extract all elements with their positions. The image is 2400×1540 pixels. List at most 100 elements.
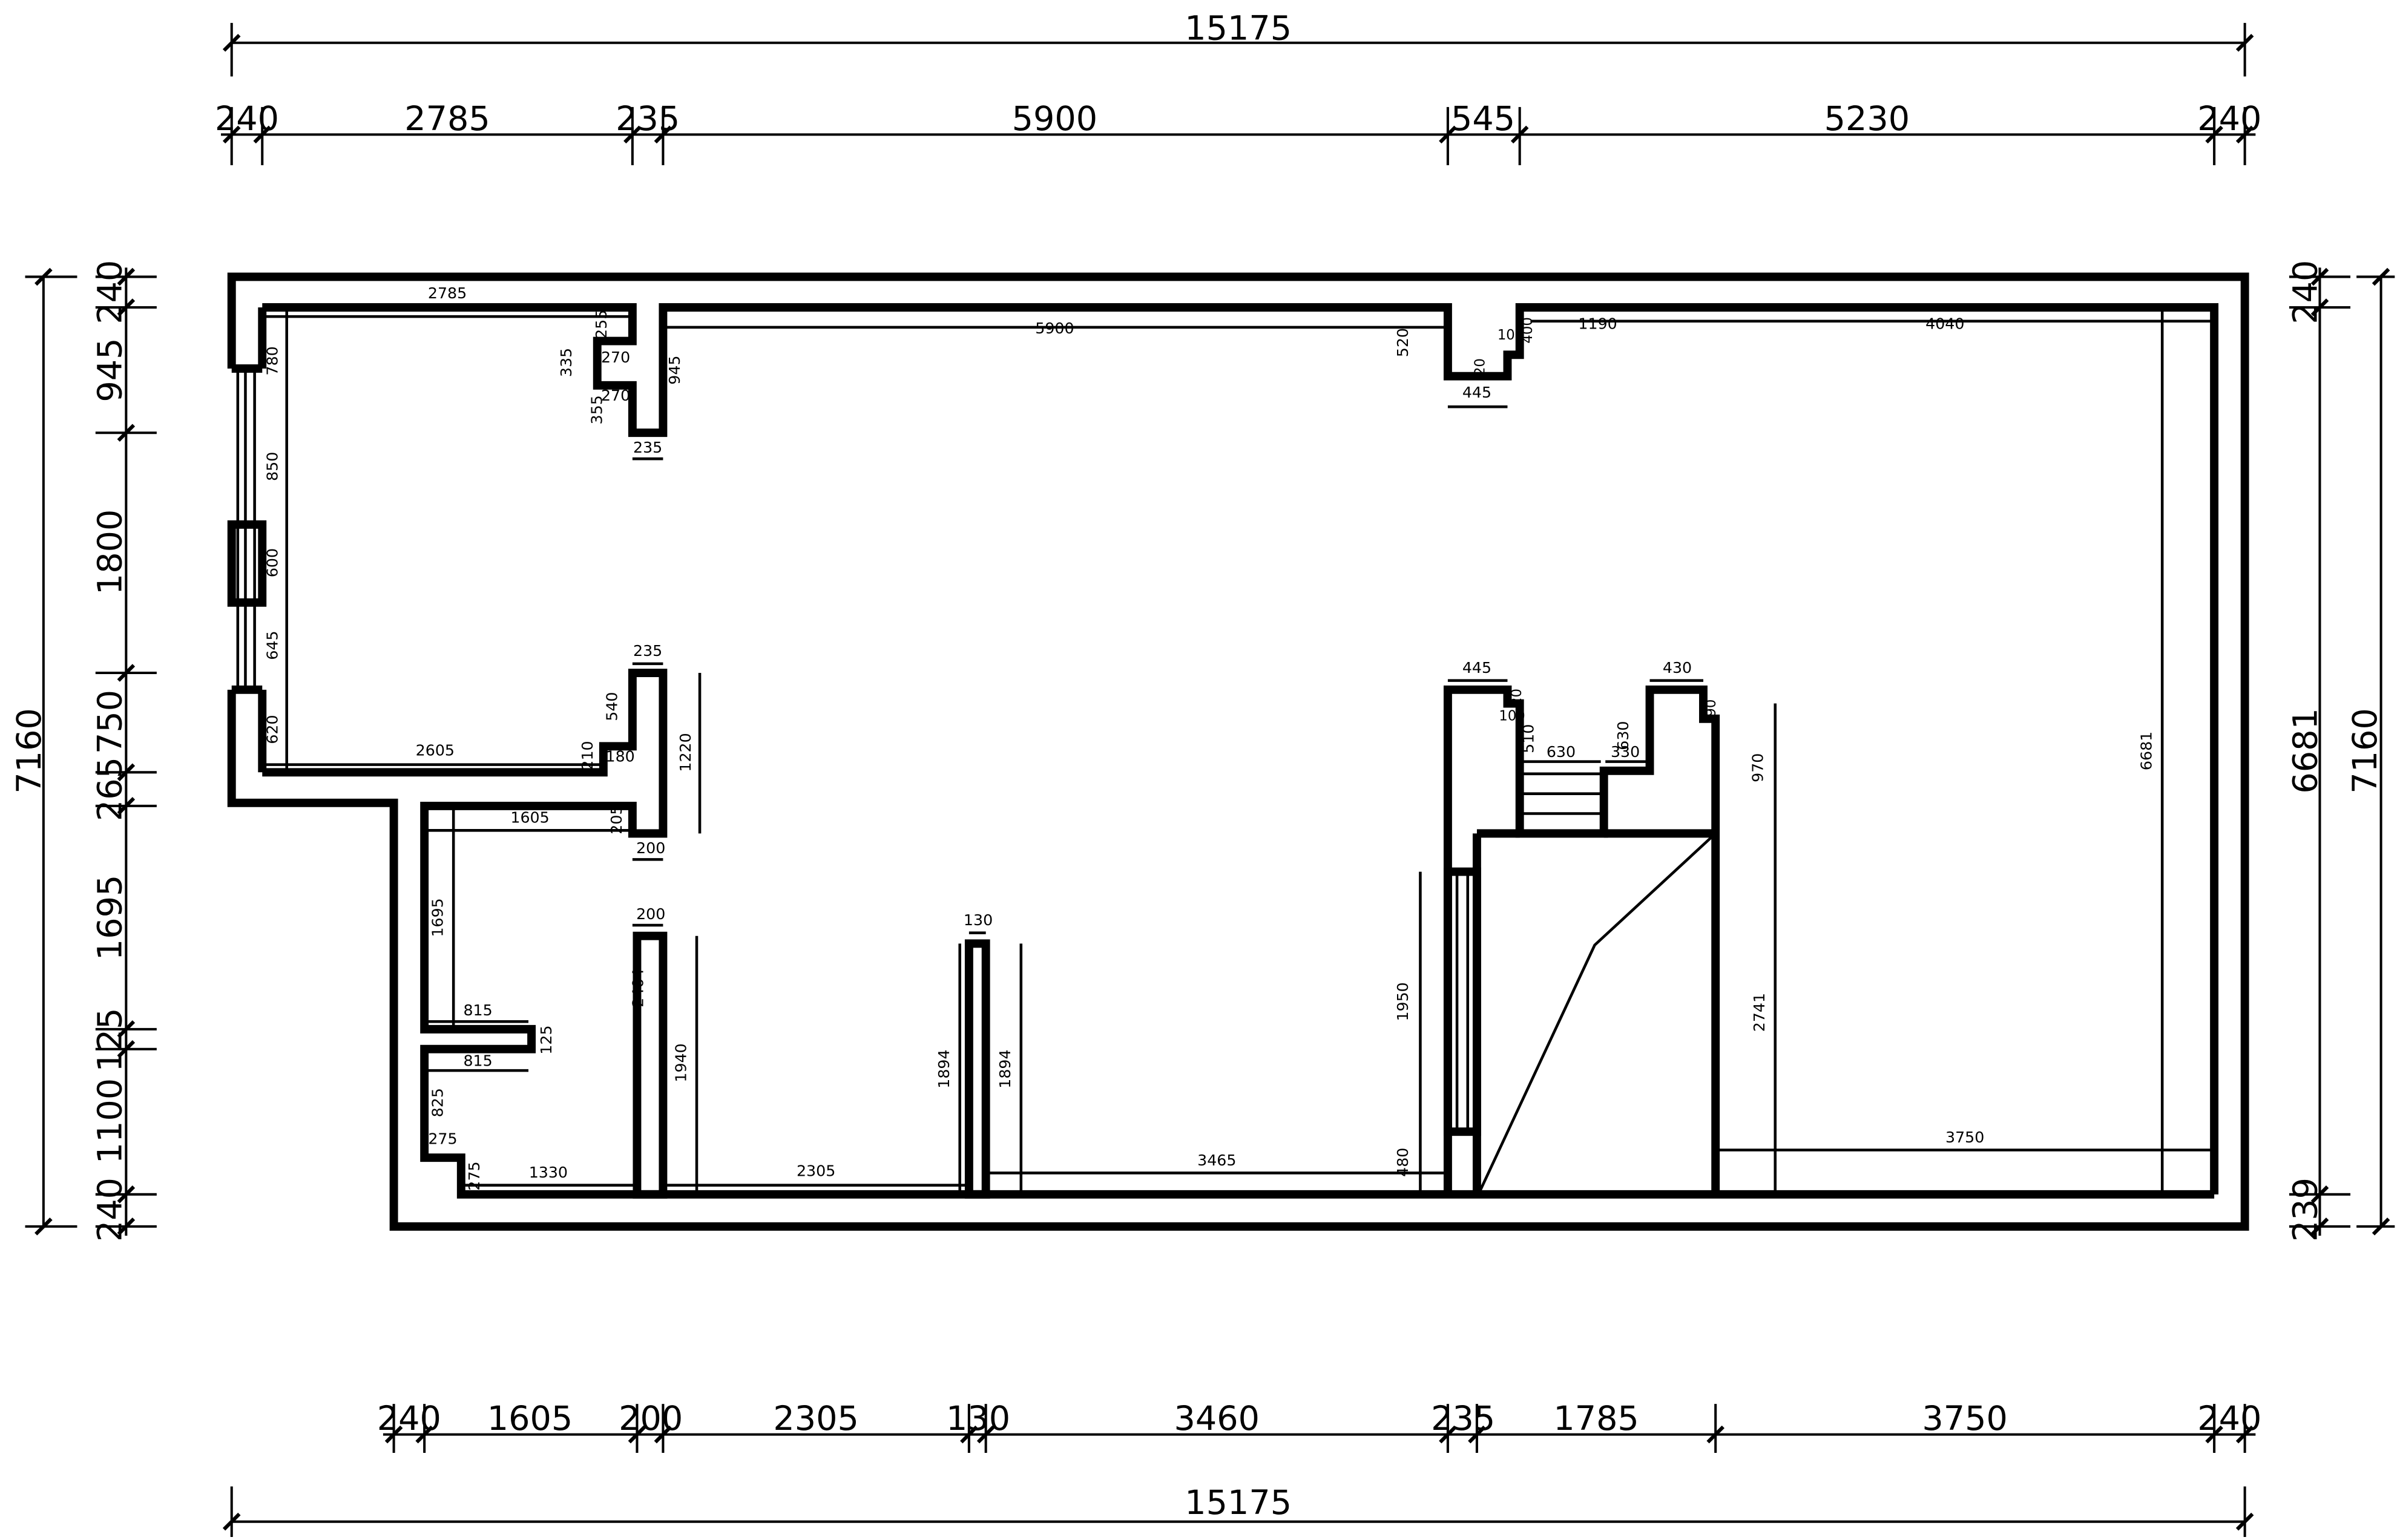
dim-tick (1706, 1425, 1724, 1444)
top-seg-label: 2785 (404, 99, 490, 139)
inner-label: 2404 (630, 968, 647, 1007)
inner-label: 355 (588, 395, 605, 424)
dim-tick (628, 1425, 646, 1444)
left-seg-ticks (95, 267, 157, 1236)
partition-wall-2 (964, 939, 990, 1199)
dim-tick (2310, 1185, 2329, 1204)
inner-label: 2605 (416, 741, 455, 759)
inner-label: 2785 (428, 284, 467, 302)
inner-label: 1940 (672, 1043, 689, 1082)
inner-label: 1950 (1394, 982, 1412, 1021)
bottom-seg-label: 2305 (773, 1399, 858, 1438)
inner-label: 90 (1703, 700, 1719, 717)
dim-tick (2310, 267, 2329, 286)
inner-label: 945 (666, 355, 683, 384)
dim-tick (117, 664, 136, 682)
inner-label: 645 (264, 631, 281, 660)
inner-label: 275 (465, 1161, 483, 1190)
inner-label: 850 (264, 452, 281, 481)
window-pier (227, 520, 267, 607)
dim-tick (222, 1512, 241, 1531)
inner-label: 255 (593, 310, 610, 339)
stair-window (1443, 867, 1481, 1136)
left-seg-label: 945 (91, 338, 130, 402)
inner-label: 970 (1749, 753, 1767, 782)
inner-label: 445 (1462, 659, 1491, 677)
inner-label: 125 (538, 1025, 555, 1054)
inner-label: 20 (1509, 689, 1525, 706)
left-seg-label: 1100 (91, 1078, 130, 1164)
dim-tick (384, 1425, 403, 1444)
left-seg-label: 750 (91, 690, 130, 754)
dim-tick (960, 1425, 978, 1444)
inner-label: 1894 (935, 1049, 953, 1088)
top-seg-label: 235 (616, 99, 680, 139)
dim-tick (976, 1425, 995, 1444)
inner-label: 205 (608, 805, 625, 834)
dim-tick (2372, 267, 2390, 286)
inner-label: 210 (579, 741, 596, 770)
dimension-lines (25, 22, 2395, 1537)
inner-label: 1894 (996, 1049, 1014, 1088)
inner-label: 270 (601, 387, 630, 404)
inner-label: 400 (1520, 317, 1536, 343)
left-seg-label: 240 (91, 260, 130, 324)
bottom-seg-label: 3750 (1922, 1399, 2007, 1438)
bottom-seg-label: 3460 (1174, 1399, 1260, 1438)
dim-tick (117, 797, 136, 815)
inner-label: 6681 (2137, 732, 2155, 770)
inner-label: 430 (1663, 659, 1692, 677)
inner-label: 270 (601, 349, 630, 366)
dim-tick (117, 267, 136, 286)
inner-label: 3750 (1945, 1129, 1984, 1146)
inner-label: 130 (964, 911, 993, 929)
inner-label: 540 (603, 692, 621, 721)
dim-tick (2235, 1512, 2254, 1531)
dim-tick (654, 125, 672, 144)
left-seg-label: 240 (91, 1178, 130, 1242)
dim-tick (117, 424, 136, 442)
bottom-total-label: 15175 (1185, 1483, 1292, 1522)
dim-tick (1439, 125, 1457, 144)
dim-tick (415, 1425, 433, 1444)
dim-tick (117, 1185, 136, 1204)
inner-label: 2741 (1751, 993, 1768, 1032)
dim-tick (117, 298, 136, 316)
inner-label: 200 (636, 905, 665, 923)
inner-label: 520 (1394, 328, 1412, 357)
dim-tick (2235, 125, 2254, 144)
inner-label: 815 (463, 1052, 492, 1070)
bottom-seg-label: 200 (619, 1399, 683, 1438)
top-seg-label: 545 (1451, 99, 1515, 139)
bottom-seg-label: 240 (377, 1399, 441, 1438)
inner-label: 180 (606, 748, 635, 765)
bottom-seg-label: 1605 (487, 1399, 573, 1438)
top-seg-label: 5900 (1012, 99, 1097, 139)
dim-tick (2205, 125, 2223, 144)
top-seg-label: 240 (215, 99, 279, 139)
left-seg-label: 125 (91, 1008, 130, 1072)
inner-wall-bedroom (262, 669, 2215, 1199)
inner-label: 200 (636, 839, 665, 857)
top-total-label: 15175 (1185, 9, 1292, 48)
dim-tick (2310, 298, 2329, 316)
dim-tick (117, 763, 136, 782)
bottom-seg-label: 130 (946, 1399, 1010, 1438)
dim-tick (2372, 1217, 2390, 1236)
inner-label: 1190 (1578, 315, 1617, 332)
dim-tick (2310, 1217, 2329, 1236)
labels: 15175 240 2785 235 5900 545 5230 240 240… (10, 9, 2385, 1522)
inner-label: 335 (557, 348, 575, 377)
inner-labels: 2785 255 335 270 355 270 945 235 780 850… (264, 284, 2155, 1191)
partition-wall-1 (633, 931, 668, 1199)
dim-tick (117, 1040, 136, 1058)
dim-tick (623, 125, 642, 144)
inner-label: 2305 (797, 1162, 835, 1180)
inner-wall-top-left (262, 303, 2219, 1194)
inner-label: 20 (1473, 358, 1488, 376)
stair-break-line (1477, 832, 1717, 1195)
inner-label: 235 (633, 642, 662, 660)
bottom-seg-ticks (384, 1404, 2254, 1453)
outer-wall (227, 272, 2249, 1231)
